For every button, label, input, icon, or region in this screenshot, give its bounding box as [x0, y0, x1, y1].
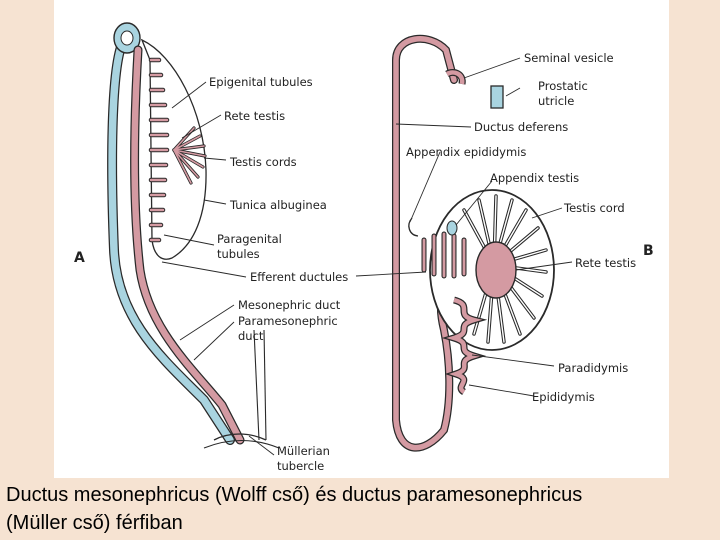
panel-a-letter: A — [74, 250, 85, 266]
label-epigenital-tubules: Epigenital tubules — [209, 75, 313, 89]
label-paramesonephric-duct-2: duct — [238, 329, 264, 343]
caption-line-2: (Müller cső) férfiban — [6, 512, 183, 534]
label-testis-cord: Testis cord — [563, 201, 625, 215]
label-ductus-deferens: Ductus deferens — [474, 120, 568, 134]
caption-line-1: Ductus mesonephricus (Wolff cső) és duct… — [6, 484, 583, 506]
panel-b-leaders — [355, 57, 573, 397]
paramesonephric-duct-a — [107, 35, 235, 445]
embryology-diagram: A B Epigenital tubules Rete testis Testi… — [74, 22, 654, 473]
prostatic-utricle-b — [490, 85, 504, 109]
appendix-testis-b — [446, 220, 458, 236]
panel-a-leaders — [161, 81, 275, 456]
label-epididymis: Epididymis — [532, 390, 595, 404]
figure-caption: Ductus mesonephricus (Wolff cső) és duct… — [6, 481, 716, 537]
figure-panel: A B Epigenital tubules Rete testis Testi… — [54, 0, 669, 478]
label-seminal-vesicle: Seminal vesicle — [524, 51, 614, 65]
label-testis-cords: Testis cords — [229, 155, 297, 169]
urogenital-sinus-a — [213, 433, 267, 441]
gonad-outline-a — [140, 38, 207, 260]
label-appendix-epididymis: Appendix epididymis — [406, 145, 526, 159]
label-tunica-albuginea: Tunica albuginea — [229, 198, 327, 212]
label-rete-testis-a: Rete testis — [224, 109, 285, 123]
label-efferent-ductules: Efferent ductules — [250, 270, 348, 284]
panel-a-drawing — [107, 22, 280, 449]
label-paragenital-tubules-1: Paragenital — [217, 232, 282, 246]
label-paragenital-tubules-2: tubules — [217, 247, 260, 261]
label-mullerian-tubercle-1: Müllerian — [277, 444, 330, 458]
label-paramesonephric-duct-1: Paramesonephric — [238, 314, 338, 328]
label-mesonephric-duct: Mesonephric duct — [238, 298, 341, 312]
label-prostatic-utricle-1: Prostatic — [538, 79, 588, 93]
label-rete-testis-b: Rete testis — [575, 256, 636, 270]
rete-testis-b — [475, 241, 517, 299]
label-paradidymis: Paradidymis — [558, 361, 628, 375]
label-appendix-testis: Appendix testis — [490, 171, 579, 185]
panel-b-letter: B — [643, 243, 654, 259]
panel-b-drawing — [392, 34, 555, 452]
label-prostatic-utricle-2: utricle — [538, 94, 574, 108]
label-mullerian-tubercle-2: tubercle — [277, 459, 324, 473]
